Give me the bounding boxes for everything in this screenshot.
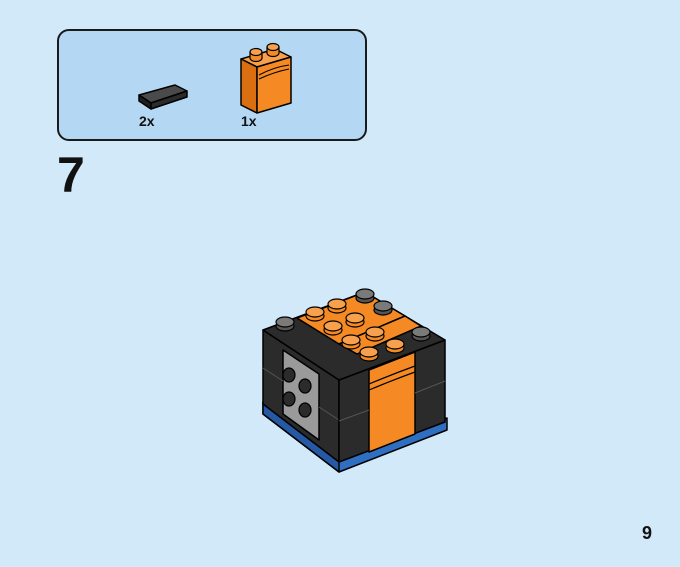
orange-brick-quantity: 1x xyxy=(241,113,257,129)
page-number: 9 xyxy=(641,523,652,543)
black-tile-quantity: 2x xyxy=(139,113,155,129)
parts-list-callout: 2x 1x xyxy=(57,29,367,141)
model-assembly-illustration xyxy=(262,288,448,473)
orange-brick-part-icon xyxy=(240,42,292,114)
black-tile-part-icon xyxy=(138,84,188,110)
step-number: 7 xyxy=(57,147,85,203)
